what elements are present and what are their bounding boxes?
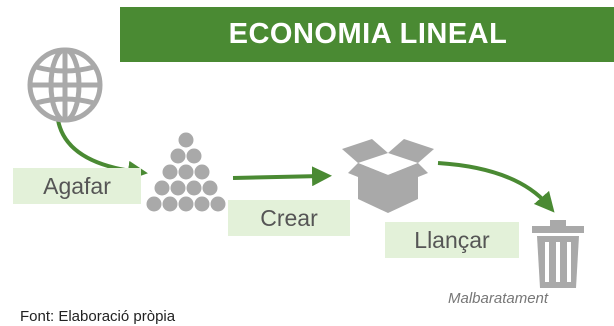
- open-box-icon: [342, 139, 434, 213]
- title-banner: ECONOMIA LINEAL: [120, 7, 614, 62]
- trash-can-icon: [532, 220, 584, 288]
- step-label-text: Agafar: [43, 172, 111, 199]
- step-label-text: Llançar: [414, 226, 490, 253]
- arrow-spheres-to-box: [232, 166, 332, 187]
- step-label-text: Crear: [260, 204, 318, 231]
- step-label-crear: Crear: [228, 200, 350, 236]
- stacked-spheres-icon: [146, 132, 226, 212]
- globe-icon: [27, 47, 103, 123]
- arrow-globe-to-spheres: [56, 119, 148, 181]
- step-label-agafar: Agafar: [13, 168, 141, 204]
- diagram-title: ECONOMIA LINEAL: [228, 18, 508, 50]
- source-note: Font: Elaboració pròpia: [20, 308, 176, 325]
- arrow-box-to-trash: [437, 161, 555, 213]
- end-label: Malbaratament: [448, 290, 549, 307]
- step-label-llancar: Llançar: [385, 222, 519, 258]
